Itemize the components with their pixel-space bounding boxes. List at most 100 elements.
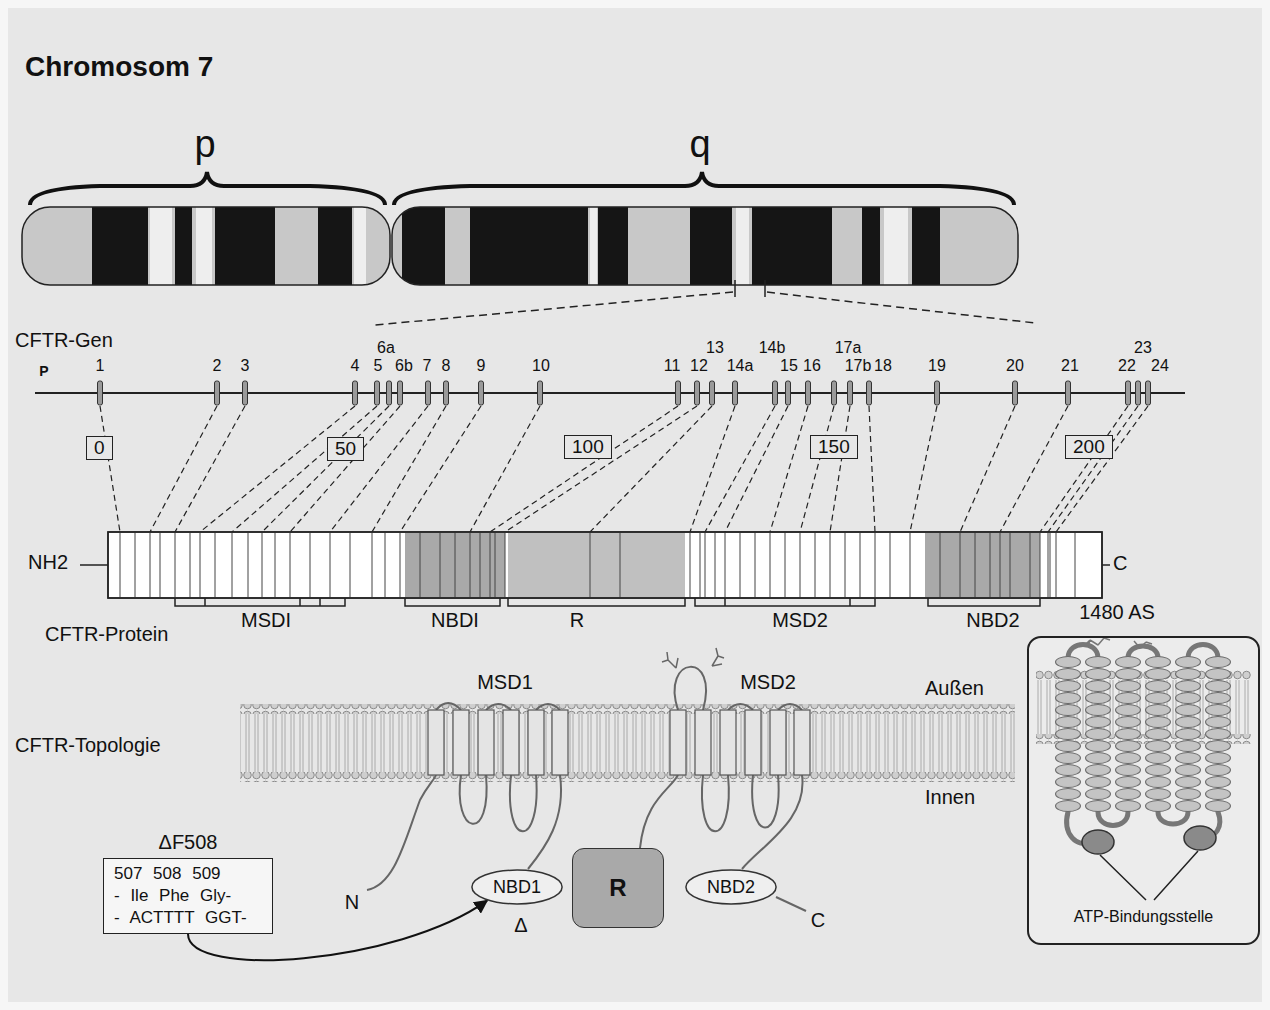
- exon-mark: [1146, 381, 1151, 405]
- exon-number: 17a: [835, 339, 862, 357]
- exon-number: 3: [241, 357, 250, 375]
- exon-number: 5: [374, 357, 383, 375]
- protein-chain: [536, 704, 560, 710]
- exon-mark: [848, 381, 853, 405]
- protein-stripe: [1075, 533, 1076, 597]
- part-label: MSD2: [740, 671, 796, 694]
- exon-number: 13: [706, 339, 724, 357]
- regulatory-domain: R: [572, 848, 664, 928]
- part-label: C: [1113, 552, 1127, 575]
- protein-stripe: [845, 533, 846, 597]
- scale-box: 100: [564, 435, 612, 459]
- protein-stripe: [470, 533, 471, 597]
- scale-number: 150: [818, 436, 850, 458]
- protein-stripe: [310, 533, 311, 597]
- exon-mark: [867, 381, 872, 405]
- protein-stripe: [495, 533, 496, 597]
- chromosome-body: [392, 207, 1018, 285]
- arm-brace: [30, 172, 385, 205]
- exon-leader: [590, 406, 712, 532]
- exon-number: 14b: [759, 339, 786, 357]
- protein-stripe: [232, 533, 233, 597]
- protein-stripe: [385, 533, 386, 597]
- domain-bracket: [175, 598, 1040, 606]
- transmembrane-helix: [695, 710, 711, 775]
- protein-stripe: [248, 533, 249, 597]
- mutation-heading: ΔF508: [104, 830, 272, 854]
- inset-illustration: [1068, 645, 1098, 659]
- transmembrane-helix: [428, 710, 444, 775]
- protein-stripe: [290, 533, 291, 597]
- exon-mark: [786, 381, 791, 405]
- exon-mark: [733, 381, 738, 405]
- exon-leader: [1056, 406, 1148, 532]
- exon-mark: [387, 381, 392, 405]
- inset-panel: ATP-Bindungsstelle: [1027, 636, 1260, 945]
- protein-stripe: [120, 533, 121, 597]
- domain-name: R: [609, 874, 626, 902]
- ellipse-outline: [686, 870, 776, 904]
- zoom-lines: [375, 280, 1035, 325]
- inset-illustration: [1027, 636, 1260, 945]
- exon-number: 15: [780, 357, 798, 375]
- inset-illustration: [1184, 826, 1216, 850]
- inset-illustration: [1084, 656, 1112, 812]
- exon-leader: [869, 406, 875, 532]
- exon-mark: [773, 381, 778, 405]
- inset-illustration: [1204, 656, 1232, 812]
- domain-name: NBD1: [493, 876, 541, 898]
- chromosome-body: [0, 200, 1100, 300]
- arm-label: p: [194, 123, 215, 167]
- domain-bracket: [405, 598, 500, 606]
- domain-label: R: [570, 609, 584, 632]
- protein-stripe: [420, 533, 421, 597]
- exon-number: 22: [1118, 357, 1136, 375]
- exon-mark: [1136, 381, 1141, 405]
- inset-illustration: [1067, 645, 1220, 844]
- mutation-box: ΔF508507 508 509- Ile Phe Gly-- ACTTTT G…: [103, 858, 273, 934]
- transmembrane-helix: [670, 710, 686, 775]
- part-label: NH2: [28, 551, 68, 574]
- scale-number: 50: [335, 438, 356, 460]
- protein-stripe: [770, 533, 771, 597]
- exon-leader: [705, 406, 775, 532]
- diagram-title: Chromosom 7: [25, 50, 213, 84]
- scale-box: 150: [810, 435, 858, 459]
- part-label: N: [345, 891, 359, 914]
- protein-stripe: [725, 533, 726, 597]
- protein-chain: [675, 667, 706, 710]
- ellipse-outline: [472, 870, 562, 904]
- arm-brace: [394, 172, 1014, 205]
- exon-mark: [215, 381, 220, 405]
- protein-stripe: [1056, 533, 1057, 597]
- protein-stripe: [160, 533, 161, 597]
- protein-stripe: [330, 533, 331, 597]
- exon-number: 10: [532, 357, 550, 375]
- protein-stripe: [215, 533, 216, 597]
- exon-leader: [372, 406, 446, 532]
- exon-mapping: [98, 381, 1151, 532]
- exon-leader: [470, 406, 540, 532]
- protein-stripe: [1010, 533, 1011, 597]
- arm-brace: [30, 172, 1014, 205]
- scale-box: 0: [86, 436, 113, 460]
- zoom-lines: [375, 292, 733, 325]
- protein-stripe: [740, 533, 741, 597]
- exon-number: 7: [423, 357, 432, 375]
- glycosylation-branch: [662, 648, 724, 668]
- protein-stripe: [700, 533, 701, 597]
- exon-number: 14a: [727, 357, 754, 375]
- protein-stripe: [440, 533, 441, 597]
- exon-leader: [770, 406, 808, 532]
- chromosome-body: [0, 200, 1100, 300]
- inset-illustration: [1082, 830, 1114, 854]
- part-label: MSD1: [477, 671, 533, 694]
- inset-illustration: [1027, 636, 1260, 945]
- protein-stripe: [350, 533, 351, 597]
- exon-number: 1: [96, 357, 105, 375]
- exon-number: 17b: [845, 357, 872, 375]
- exon-leader: [175, 406, 245, 532]
- zoom-lines: [764, 280, 766, 297]
- transmembrane-helix: [745, 710, 761, 775]
